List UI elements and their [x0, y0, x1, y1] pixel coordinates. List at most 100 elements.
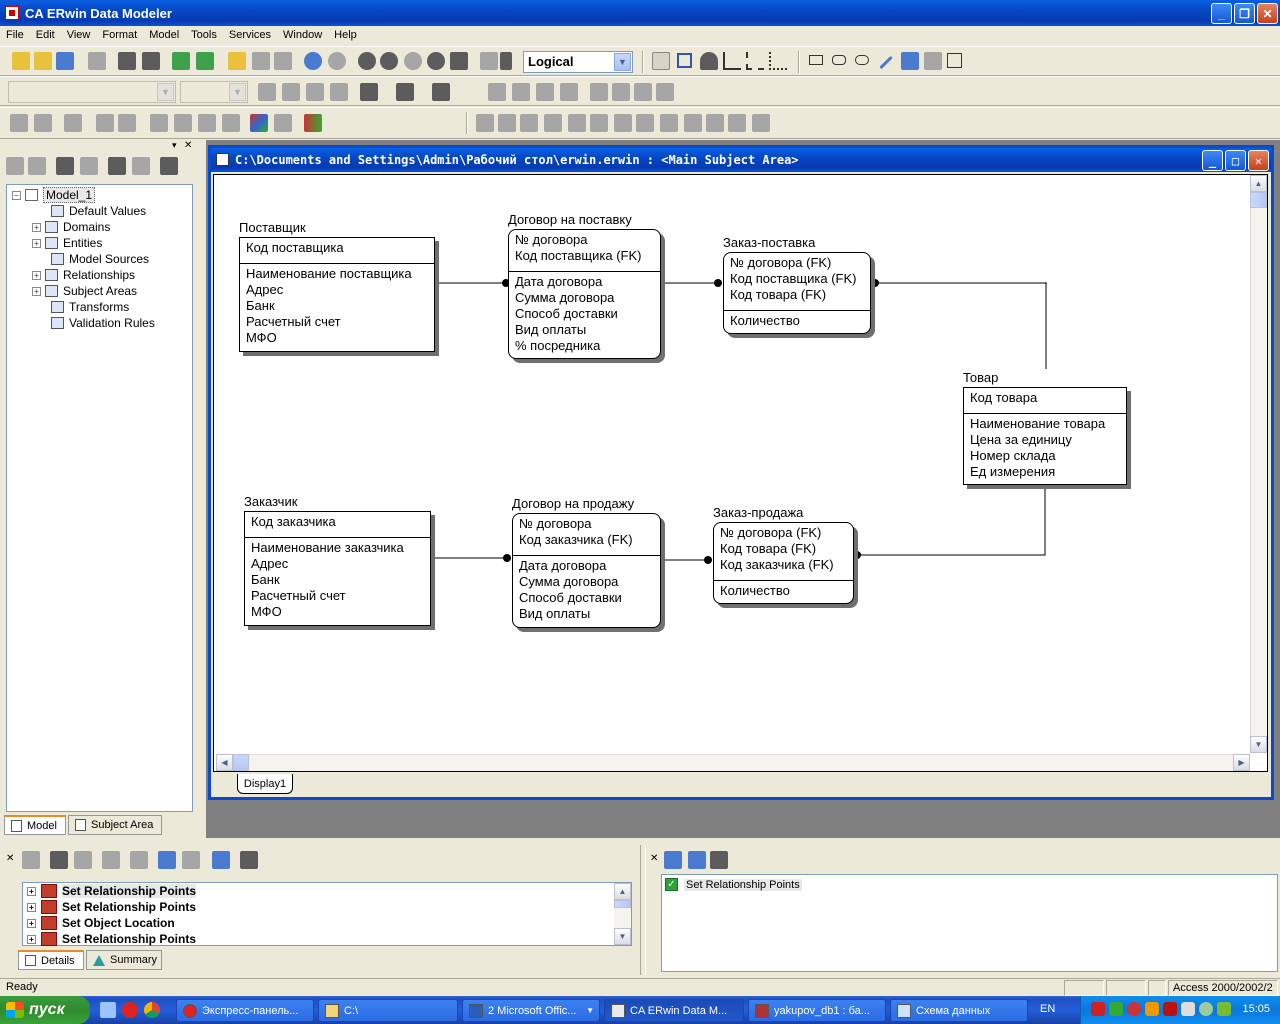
explorer-find-icon[interactable] [108, 157, 126, 175]
tree-item-relationships[interactable]: + Relationships [32, 267, 135, 283]
space-vertical-icon[interactable] [612, 83, 630, 101]
key-attribute[interactable]: Код поставщика (FK) [730, 271, 857, 286]
attribute[interactable]: Вид оплаты [515, 322, 587, 337]
align-left-icon[interactable] [536, 83, 554, 101]
taskbar-button-express-panel[interactable]: Экспресс-панель... [176, 999, 314, 1022]
scroll-up-icon[interactable]: ▲ [614, 883, 631, 900]
taskbar-button-erwin[interactable]: CA ERwin Data M... [604, 999, 744, 1022]
diagram-vertical-scrollbar[interactable]: ▲ ▼ [1250, 175, 1267, 753]
key-attribute[interactable]: Код заказчика [251, 514, 336, 529]
new-model-icon[interactable] [12, 52, 30, 70]
delete-icon[interactable] [80, 157, 98, 175]
key-attribute[interactable]: Код товара (FK) [730, 287, 827, 302]
display-level-dropdown-icon[interactable] [500, 52, 512, 70]
keyboard-layout-icon[interactable] [1163, 1002, 1177, 1016]
tab-summary[interactable]: Summary [86, 950, 162, 970]
menu-file[interactable]: File [6, 29, 24, 41]
undo-to-icon[interactable] [22, 851, 40, 869]
align-bottom-icon[interactable] [512, 83, 530, 101]
taskbar-button-data-schema[interactable]: Схема данных [890, 999, 1028, 1022]
action-log-close-icon[interactable]: ✕ [6, 853, 15, 864]
relationship-product-supply-order[interactable] [1045, 282, 1047, 369]
taskbar-button-access-db[interactable]: yakupov_db1 : ба... [748, 999, 886, 1022]
log-tag-icon[interactable] [240, 851, 258, 869]
layout-icon[interactable] [476, 114, 494, 132]
menu-format[interactable]: Format [102, 29, 138, 41]
expand-icon[interactable] [684, 114, 702, 132]
database-icon[interactable] [150, 114, 168, 132]
expand-icon[interactable]: + [32, 286, 41, 296]
attribute[interactable]: Количество [720, 583, 790, 598]
italic-icon[interactable] [282, 83, 300, 101]
entity-product[interactable]: Товар Код товара Наименование товара Цен… [963, 370, 1127, 485]
tab-subject-area[interactable]: Subject Area [68, 815, 162, 835]
open-icon[interactable] [34, 52, 52, 70]
explorer-replace-icon[interactable] [132, 157, 150, 175]
tree-item-model-sources[interactable]: Model Sources [38, 251, 149, 267]
log-properties-icon[interactable] [130, 851, 148, 869]
undo-layout-icon[interactable] [728, 114, 746, 132]
zoom-out-icon[interactable] [358, 52, 376, 70]
scroll-left-icon[interactable]: ◀ [216, 754, 233, 771]
scroll-down-icon[interactable]: ▼ [1250, 736, 1267, 753]
explorer-dropdown-icon[interactable]: ▾ [172, 140, 177, 150]
attribute[interactable]: % посредника [515, 338, 601, 353]
horizontal-scroll-thumb[interactable] [233, 754, 249, 771]
entity-supplier[interactable]: Поставщик Код поставщика Наименование по… [239, 220, 435, 352]
log-history-icon[interactable] [212, 851, 230, 869]
model-view-select[interactable]: Logical ▼ [523, 51, 633, 73]
scroll-up-icon[interactable]: ▲ [1250, 175, 1267, 192]
chrome-icon[interactable] [144, 1002, 160, 1018]
diagram-close-button[interactable]: ✕ [1248, 150, 1269, 171]
log-row[interactable]: + Set Relationship Points [27, 931, 196, 947]
many-to-many-relationship-icon[interactable] [746, 52, 764, 70]
diagram-minimize-button[interactable]: _ [1202, 150, 1223, 171]
key-attribute[interactable]: Код товара (FK) [720, 541, 817, 556]
tab-model[interactable]: Model [4, 815, 66, 835]
bottom-splitter[interactable] [640, 845, 646, 975]
detail-close-icon[interactable]: ✕ [650, 853, 659, 864]
nvidia-icon[interactable] [1217, 1002, 1231, 1016]
attribute[interactable]: Наименование заказчика [251, 540, 404, 555]
paste-icon[interactable] [274, 52, 292, 70]
report-icon[interactable] [198, 114, 216, 132]
diagram-horizontal-scrollbar[interactable]: ◀ ▶ [216, 754, 1250, 771]
align-top-icon[interactable] [488, 83, 506, 101]
restore-button[interactable]: ❐ [1234, 3, 1255, 24]
key-attribute[interactable]: Код заказчика (FK) [519, 532, 633, 547]
zoom-all-icon[interactable] [450, 52, 468, 70]
volume-icon[interactable] [1181, 1002, 1195, 1016]
rounded-rectangle-tool-icon[interactable] [832, 55, 846, 65]
display-level-icon[interactable] [480, 52, 498, 70]
layout-tree-icon[interactable] [498, 114, 516, 132]
cut-icon[interactable] [228, 52, 246, 70]
attribute[interactable]: Номер склада [970, 448, 1056, 463]
entity-sale-contract[interactable]: Договор на продажу № договора Код заказч… [512, 496, 661, 628]
space-horizontal-icon[interactable] [590, 83, 608, 101]
attribute[interactable]: Расчетный счет [246, 314, 341, 329]
zoom-in-icon[interactable] [380, 52, 398, 70]
import-icon[interactable] [172, 52, 190, 70]
attribute[interactable]: Адрес [251, 556, 289, 571]
diamond-icon[interactable] [706, 114, 724, 132]
opera-tray-icon[interactable] [1127, 1002, 1141, 1016]
collapse-icon[interactable] [660, 114, 678, 132]
print-icon[interactable] [88, 52, 106, 70]
network-icon[interactable] [1199, 1002, 1213, 1016]
log-filter-icon[interactable] [102, 851, 120, 869]
log-vertical-scrollbar[interactable]: ▲ ▼ [614, 883, 631, 945]
expand-icon[interactable]: + [32, 222, 41, 232]
taskbar-button-explorer[interactable]: C:\ [318, 999, 458, 1022]
text-tool-icon[interactable] [947, 53, 962, 68]
opera-icon[interactable] [122, 1002, 138, 1018]
expand-icon[interactable]: + [32, 238, 41, 248]
detail-tag-icon[interactable] [710, 851, 728, 869]
expand-icon[interactable]: + [27, 886, 36, 896]
expand-icon[interactable]: + [27, 902, 36, 912]
start-button[interactable]: пуск [0, 996, 90, 1024]
log-find-icon[interactable] [50, 851, 68, 869]
attribute[interactable]: Наименование товара [970, 416, 1106, 431]
scroll-down-icon[interactable]: ▼ [614, 928, 631, 945]
forward-icon[interactable] [28, 157, 46, 175]
show-desktop-icon[interactable] [100, 1002, 116, 1018]
